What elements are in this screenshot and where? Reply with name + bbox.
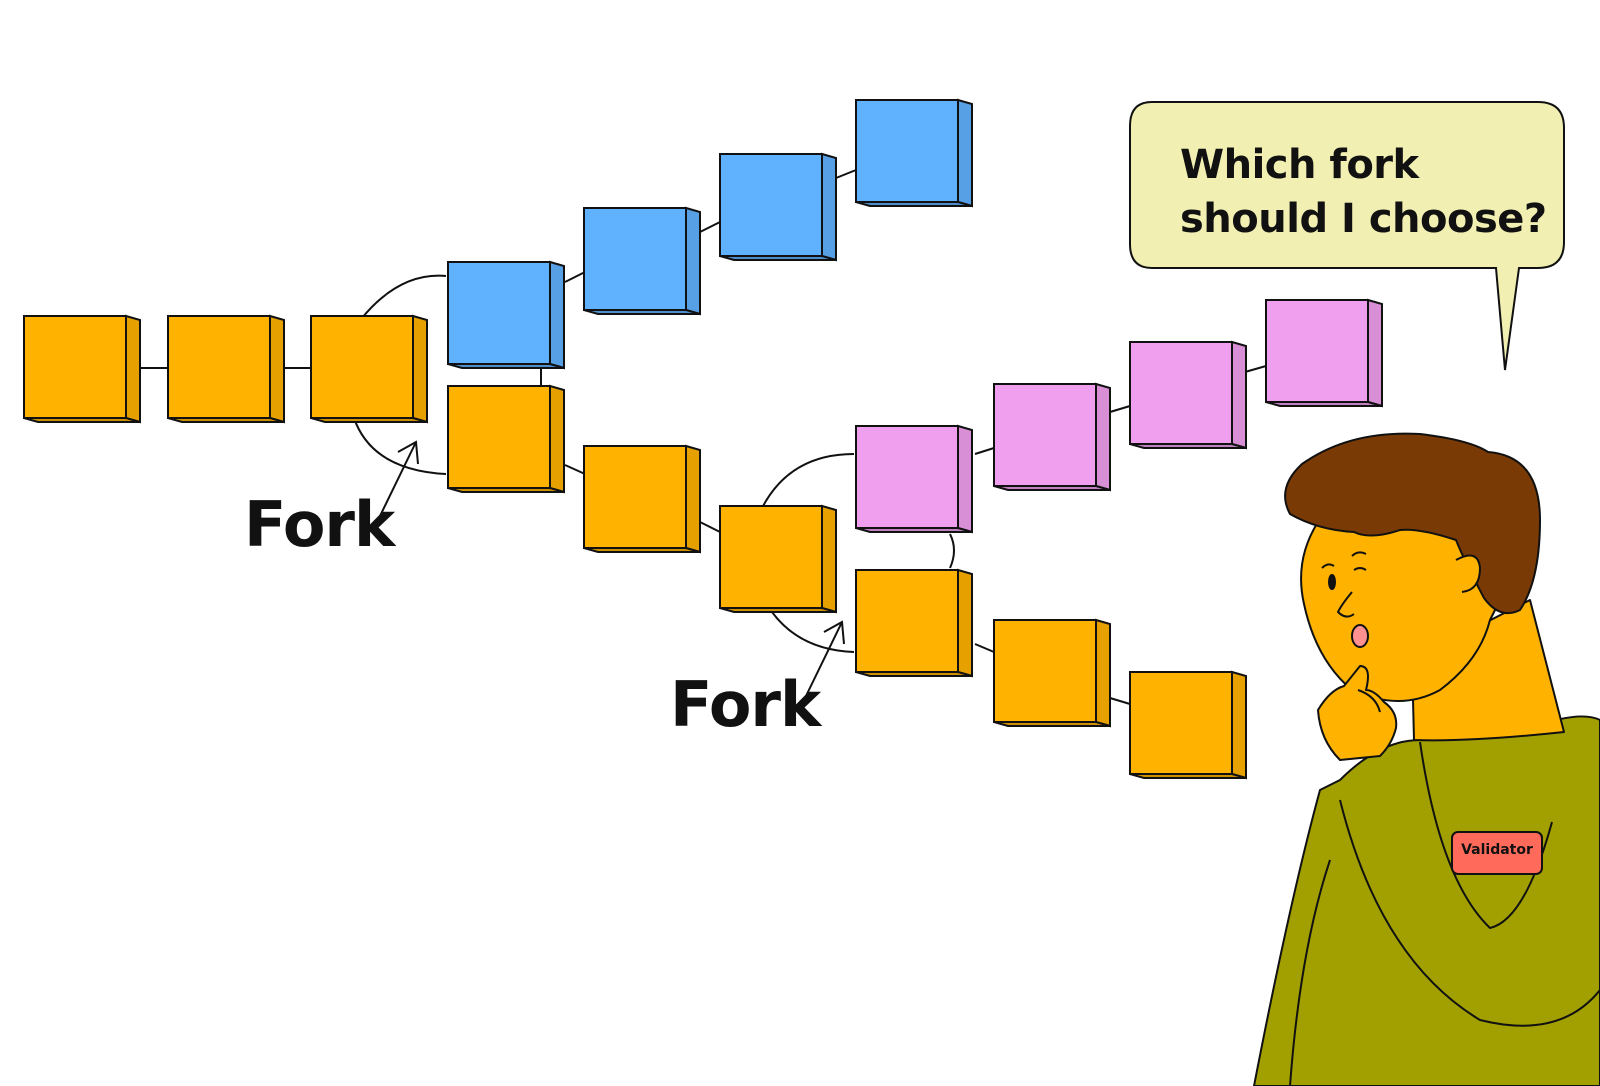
validator-badge-label: Validator <box>1461 842 1533 858</box>
hand <box>1317 665 1398 761</box>
main-block <box>855 568 973 678</box>
main-block <box>167 314 285 424</box>
validator-badge <box>1451 831 1543 875</box>
fork-a-block <box>855 98 973 208</box>
block-layer <box>23 98 1383 780</box>
main-block <box>993 618 1111 728</box>
fork-b-block <box>993 382 1111 492</box>
fork-b-block <box>855 424 973 534</box>
block-connectors <box>140 169 1267 705</box>
main-block <box>1129 670 1247 780</box>
sweater <box>1253 715 1600 1086</box>
fork-b-block <box>1265 298 1383 408</box>
speech-bubble <box>1129 101 1565 371</box>
fork-a-block <box>447 260 565 370</box>
speech-line-1: Which fork <box>1180 142 1419 188</box>
fork-label-first: Fork <box>244 488 395 561</box>
main-block <box>583 444 701 554</box>
fork-a-block <box>719 152 837 262</box>
fork-b-block <box>1129 340 1247 450</box>
validator-person <box>1253 432 1600 1086</box>
main-block <box>719 504 837 614</box>
main-block <box>310 314 428 424</box>
fork-a-block <box>583 206 701 316</box>
main-block <box>447 384 565 494</box>
main-block <box>23 314 141 424</box>
speech-line-2: should I choose? <box>1180 196 1547 242</box>
speech-bubble-text: Which fork should I choose? <box>1180 138 1580 246</box>
fork-label-second: Fork <box>670 668 821 741</box>
